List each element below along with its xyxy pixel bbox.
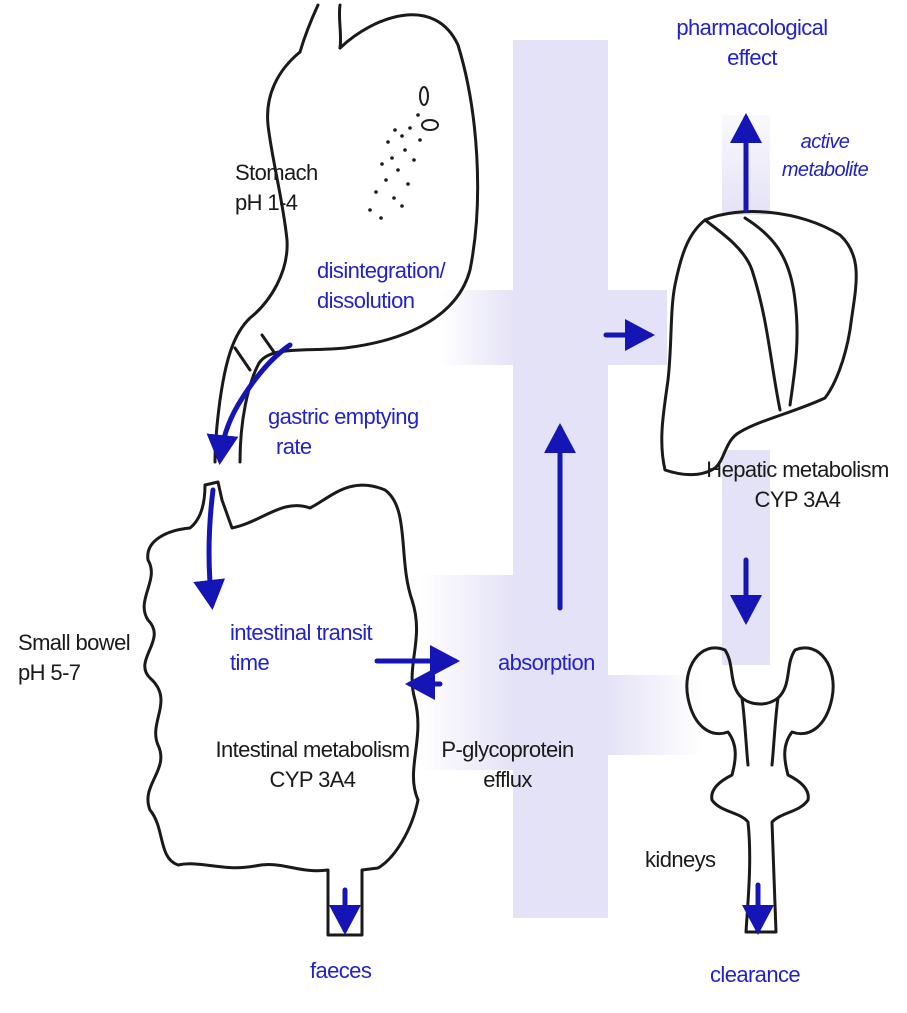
flow-arrows: [209, 118, 758, 930]
stomach-label: Stomach pH 1-4: [235, 158, 318, 218]
stomach-illustration: [215, 5, 478, 462]
stomach-inner-curve: [215, 52, 300, 462]
small-bowel-label: Small bowel pH 5-7: [18, 628, 130, 688]
pylorus-ring-1: [235, 348, 250, 370]
liver-band: [607, 290, 667, 365]
absorption-label: absorption: [498, 648, 595, 678]
liver-fissure-1: [705, 220, 780, 410]
gastric-emptying-label: gastric emptying rate: [268, 402, 419, 462]
ureter-right: [772, 698, 778, 765]
pharmacological-effect-label: pharmacological effect: [672, 13, 832, 73]
liver-illustration: [662, 212, 856, 475]
kidneys-label: kidneys: [645, 845, 715, 875]
ureter-left: [742, 698, 748, 765]
faeces-label: faeces: [310, 956, 371, 986]
active-metabolite-label: active metabolite: [770, 128, 880, 184]
intestinal-transit-arrow: [209, 490, 213, 605]
liver-outline: [662, 212, 856, 475]
pylorus-ring-2: [262, 335, 276, 355]
capsule-icon: [422, 120, 438, 130]
liver-fissure-2: [745, 218, 797, 405]
esophagus: [300, 5, 341, 52]
bowel-outline: [144, 482, 418, 935]
tablet-particles: [368, 87, 438, 220]
stomach-band: [440, 290, 515, 365]
small-bowel-illustration: [144, 482, 418, 935]
hepatic-metabolism-label: Hepatic metabolism CYP 3A4: [690, 455, 905, 515]
tablet-icon: [420, 87, 428, 105]
intestinal-transit-label: intestinal transit time: [230, 618, 372, 678]
pgp-efflux-label: P-glycoprotein efflux: [430, 735, 585, 795]
disintegration-label: disintegration/ dissolution: [317, 256, 445, 316]
intestinal-metabolism-label: Intestinal metabolism CYP 3A4: [205, 735, 420, 795]
clearance-label: clearance: [710, 960, 800, 990]
